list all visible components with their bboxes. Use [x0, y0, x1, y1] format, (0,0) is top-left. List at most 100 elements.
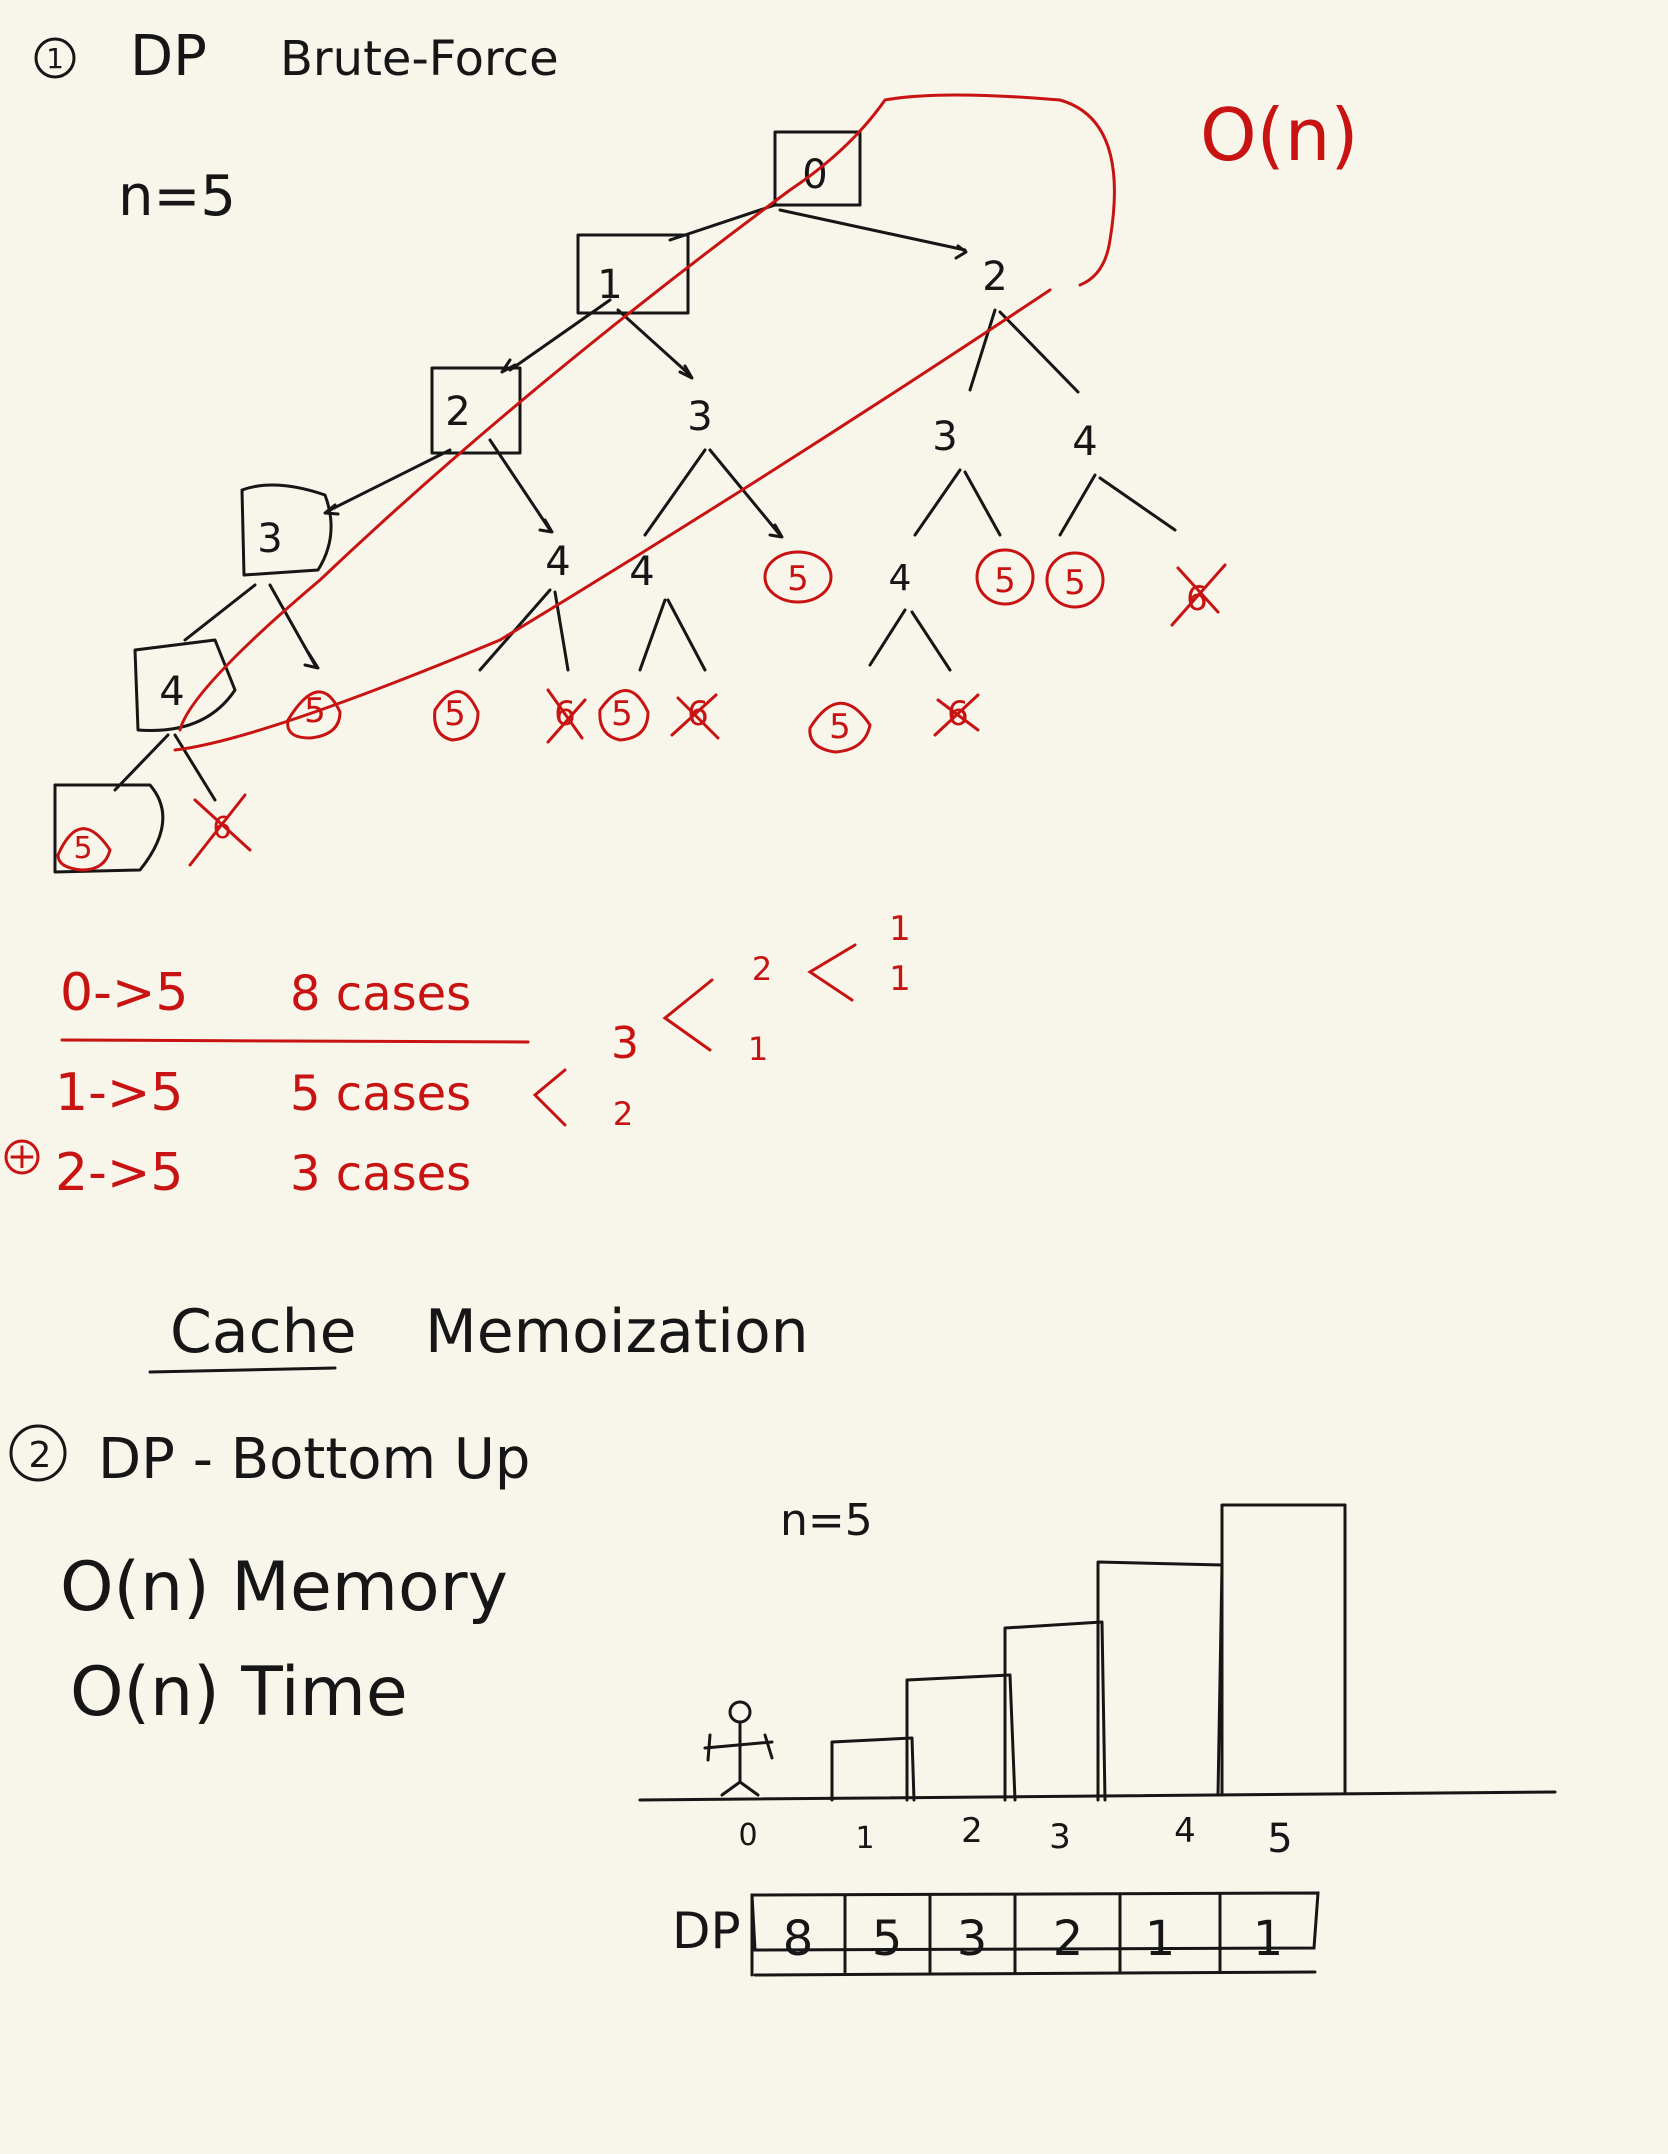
terminal-node-circle: [763, 550, 833, 604]
tree-edge: [968, 308, 997, 392]
tree-node-label: 4: [1072, 419, 1097, 465]
tree-edge: [998, 310, 1080, 394]
dp-table-border: [750, 1891, 1320, 1977]
tree-edge: [638, 598, 667, 672]
terminal-node-label: 5: [787, 559, 809, 599]
split-label: 1: [748, 1030, 768, 1068]
case-from: 2->5: [55, 1143, 184, 1203]
tree-node-label: 4: [889, 558, 912, 599]
tree-edge: [910, 610, 952, 672]
case-count: 8 cases: [290, 966, 471, 1022]
tree-node-label: 3: [932, 414, 957, 460]
time-complexity: O(n) Time: [70, 1653, 408, 1732]
stair-step: [1096, 1560, 1224, 1802]
tree-node-label: 1: [597, 262, 622, 308]
axis-label: 4: [1174, 1811, 1196, 1851]
terminal-node-circle: [808, 701, 872, 754]
case-count: 3 cases: [290, 1146, 471, 1202]
dp-cell: 1: [1253, 1911, 1284, 1967]
split-label: 3: [611, 1018, 639, 1069]
section-1-subtitle: Brute-Force: [280, 31, 559, 87]
terminal-node-label: 5: [829, 707, 851, 747]
cross-out-mark: [670, 693, 720, 740]
arrow-head: [768, 523, 784, 539]
tree-edge: [113, 733, 170, 792]
dp-table: DP 8 5 3 2 1 1: [672, 1891, 1320, 1977]
terminal-node-circle: [975, 548, 1035, 606]
tree-edge: [488, 438, 552, 532]
tree-edge: [868, 608, 907, 667]
section-1-title: DP: [130, 24, 207, 89]
terminal-node-label: 6: [947, 694, 969, 734]
tree-edge: [963, 470, 1002, 537]
terminal-node-label: 6: [687, 694, 709, 734]
axis-labels: 0 1 2 3 4 5: [738, 1811, 1292, 1862]
cross-out-mark: [1170, 563, 1227, 627]
split-label: 1: [889, 909, 911, 949]
tree-edge: [708, 448, 782, 537]
arrow-head: [303, 650, 320, 670]
tree-edge: [778, 208, 967, 252]
axis-label: 2: [961, 1811, 983, 1851]
tree-node-label: 0: [802, 152, 827, 198]
tree-node-box: [53, 783, 165, 874]
dp-label: DP: [672, 1902, 741, 1960]
tree-node-box: [430, 366, 522, 455]
section-1-number-circle: [34, 37, 76, 79]
memo-highlight-loops: [173, 93, 1116, 752]
staircase: [638, 1503, 1557, 1802]
axis-label: 1: [855, 1821, 874, 1856]
terminal-node-label: 5: [1064, 563, 1086, 603]
tree-edge: [1098, 476, 1177, 532]
dp-cell: 5: [872, 1911, 903, 1967]
terminal-node-label: 6: [1186, 579, 1208, 619]
tree-node-label: 4: [545, 539, 570, 585]
cross-out-mark: [546, 688, 587, 744]
terminal-labels: 5 5 5 6 5 5 6 5 6 5 6 5 6: [73, 559, 1207, 866]
tree-edge: [173, 733, 217, 802]
n-label: n=5: [118, 164, 236, 229]
axis-label: 0: [738, 1818, 757, 1853]
split-bracket: [807, 943, 857, 1002]
case-from: 1->5: [55, 1063, 184, 1123]
cache-underline: [148, 1366, 337, 1374]
split-bracket: [532, 1068, 567, 1127]
tree-edge: [328, 448, 452, 512]
axis-label: 5: [1267, 1816, 1292, 1862]
case-count: 5 cases: [290, 1066, 471, 1122]
cases-underline: [60, 1038, 530, 1044]
memoization-label: Memoization: [425, 1297, 809, 1367]
split-label: 1: [889, 959, 911, 999]
terminal-node-circle: [433, 690, 480, 742]
stair-step: [905, 1673, 1017, 1802]
stair-step: [1220, 1503, 1347, 1797]
arrow-head: [538, 518, 554, 534]
memo-loop: [173, 288, 1052, 752]
section-2-number-circle: [9, 1424, 67, 1482]
axis-label: 3: [1049, 1817, 1071, 1857]
tree-edge: [183, 583, 257, 642]
tree-node-box: [773, 130, 862, 207]
terminal-node-label: 5: [994, 561, 1016, 601]
tree-node-label: 4: [159, 669, 184, 715]
section-2-number: 2: [29, 1435, 52, 1476]
tree-node-label: 2: [982, 254, 1007, 300]
tree-edge: [1058, 473, 1097, 537]
n-label-2: n=5: [780, 1495, 873, 1546]
terminal-node-circle: [598, 689, 650, 742]
memo-loop: [178, 93, 1116, 732]
tree-edge: [913, 468, 962, 537]
section-1-number: 1: [46, 42, 64, 75]
arrow-head: [954, 244, 968, 260]
section-1-header: 1 DP Brute-Force n=5 O(n): [34, 24, 1358, 229]
tree-node-label: 4: [629, 549, 654, 595]
terminal-nodes: [56, 548, 1227, 872]
terminal-node-circle: [286, 690, 342, 740]
stair-step: [1003, 1620, 1107, 1802]
split-label: 2: [613, 1095, 633, 1133]
tree-edge: [616, 308, 692, 377]
terminal-node-label: 5: [444, 694, 466, 734]
case-from: 0->5: [60, 963, 189, 1023]
terminal-node-label: 6: [212, 811, 231, 846]
